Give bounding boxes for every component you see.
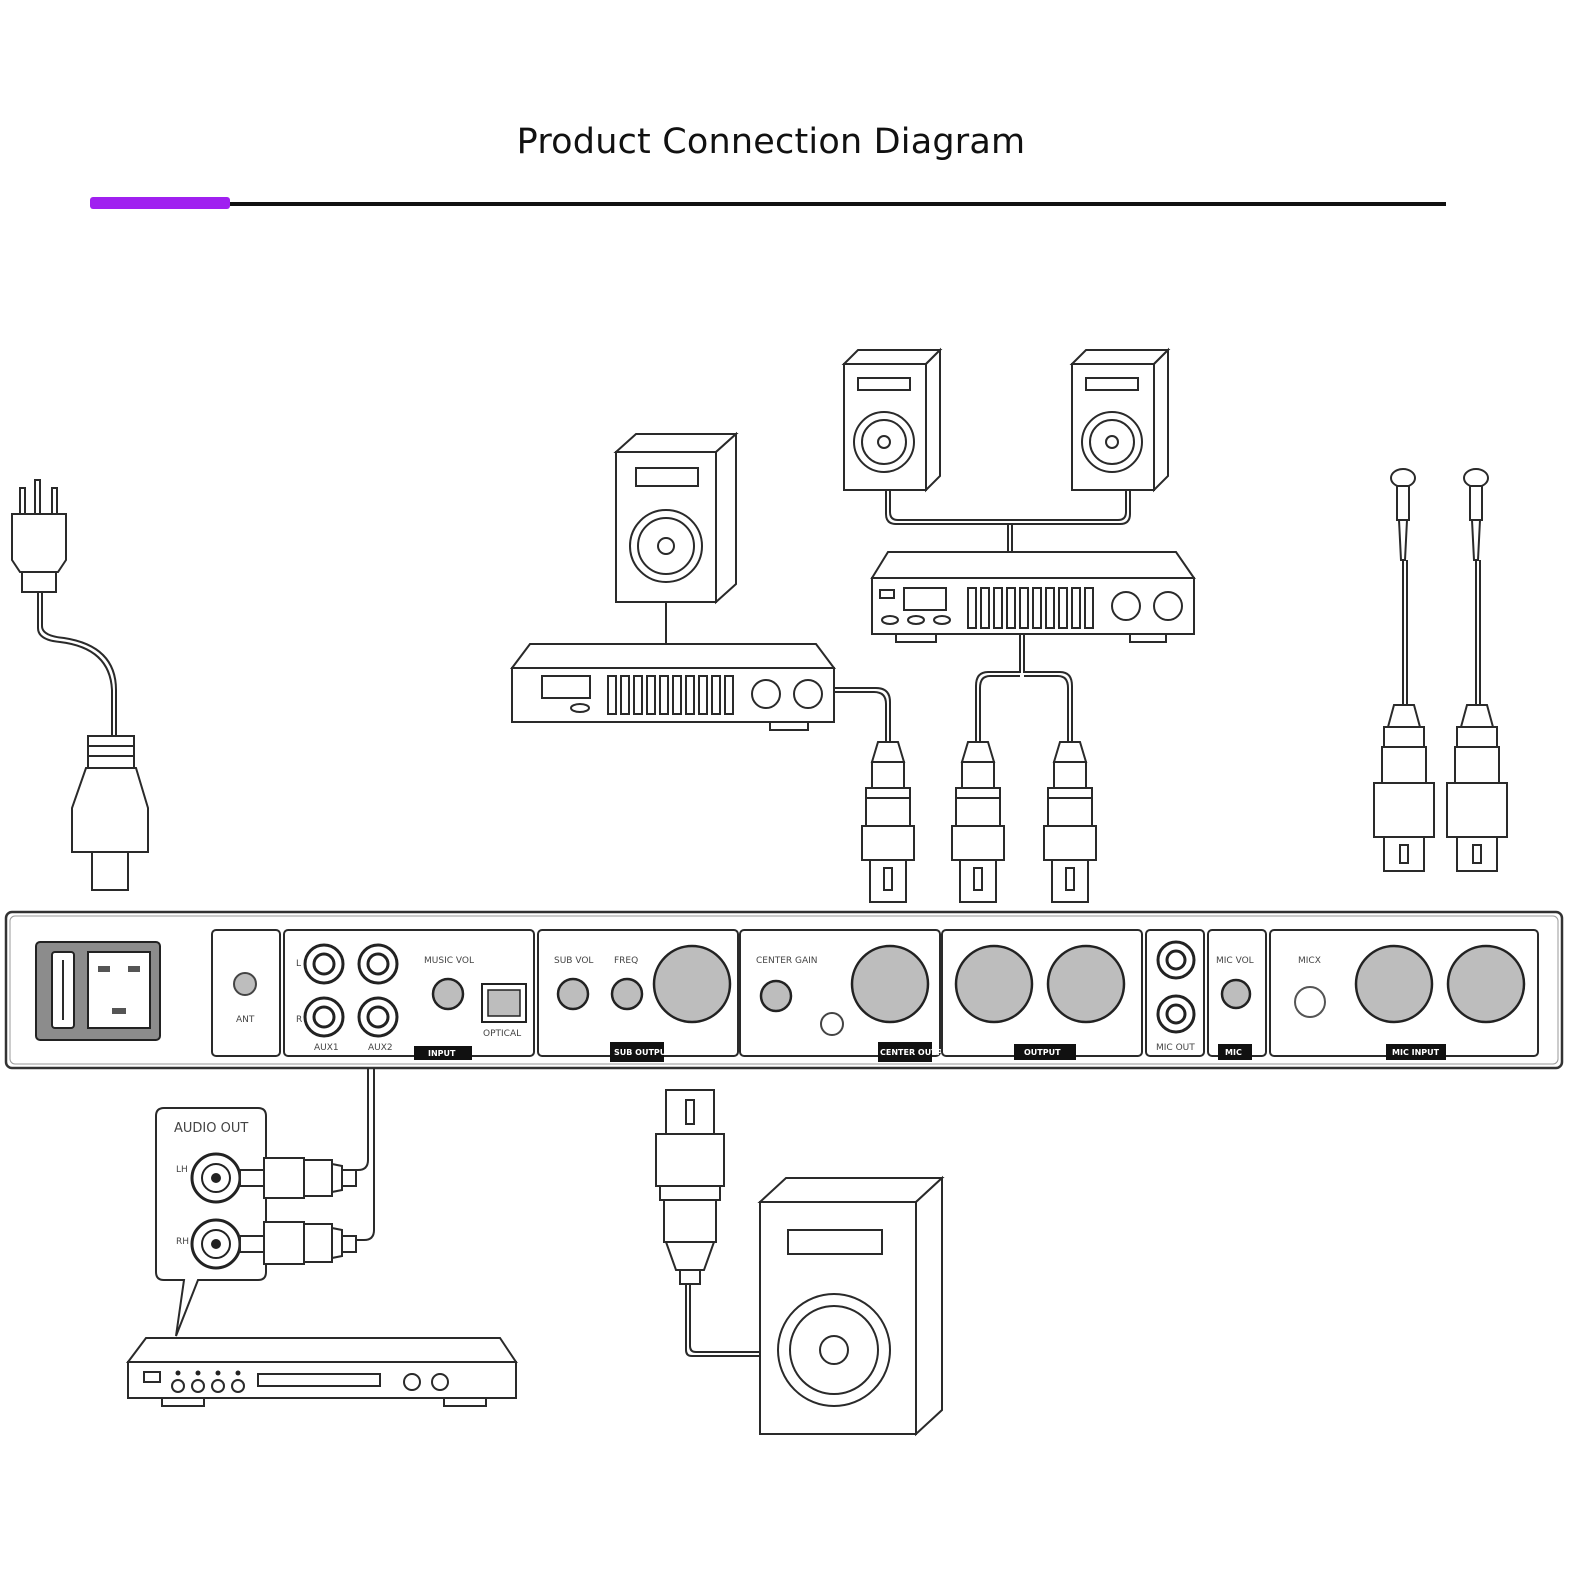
- speaker-icon: [613, 431, 739, 605]
- aux2-label: AUX2: [368, 1043, 393, 1053]
- ant-label: ANT: [236, 1015, 255, 1025]
- output-left-jack[interactable]: [954, 944, 1034, 1024]
- music-vol-label[interactable]: MUSIC VOL: [424, 956, 474, 966]
- mic-out-label: MIC OUT: [1156, 1043, 1195, 1053]
- mic-input-2-jack[interactable]: [1446, 944, 1526, 1024]
- mic-knob-label: MICX: [1298, 956, 1321, 966]
- amplifier-icon: [510, 643, 836, 731]
- xlr-connector-icon: [861, 741, 915, 903]
- microphone-icon: [1446, 468, 1508, 872]
- center-gain-knob[interactable]: [759, 979, 793, 1013]
- rca-plug-icon: [239, 1221, 357, 1265]
- optical-label: OPTICAL: [483, 1029, 521, 1039]
- page-title: Product Connection Diagram: [516, 122, 1026, 162]
- rca-plug-icon: [239, 1157, 357, 1199]
- freq-knob[interactable]: [610, 977, 644, 1011]
- speaker-left-icon: [841, 347, 943, 493]
- freq-label[interactable]: FREQ: [614, 956, 638, 966]
- microphone-icon: [1373, 468, 1435, 872]
- xlr-connector-icon: [655, 1089, 725, 1285]
- rear-panel: ANT L R AUX1 AUX2 MUSIC VOL OPTICAL INPU…: [4, 910, 1564, 1070]
- l-label: L: [296, 959, 301, 969]
- aux1-label: AUX1: [314, 1043, 339, 1053]
- sub-vol-label[interactable]: SUB VOL: [554, 956, 593, 966]
- stereo-amplifier-icon: [870, 551, 1196, 643]
- xlr-connector-icon: [951, 741, 1005, 903]
- input-label: INPUT: [428, 1049, 456, 1058]
- accent-bar: [90, 197, 230, 209]
- sub-vol-knob[interactable]: [556, 977, 590, 1011]
- power-inlet: [35, 941, 161, 1041]
- dvd-player-icon: [126, 1337, 518, 1407]
- audio-out-label: AUDIO OUT: [174, 1121, 248, 1136]
- center-output-jack[interactable]: [850, 944, 930, 1024]
- svg-text:RH: RH: [176, 1237, 189, 1247]
- power-plug-icon: [11, 479, 149, 891]
- mic-label: MIC: [1225, 1048, 1242, 1057]
- mic-input-label: MIC INPUT: [1392, 1048, 1440, 1057]
- mic-input-1-jack[interactable]: [1354, 944, 1434, 1024]
- mic-vol-knob[interactable]: [1220, 978, 1252, 1010]
- subwoofer-icon: [757, 1175, 945, 1437]
- speaker-right-icon: [1069, 347, 1171, 493]
- svg-text:LH: LH: [176, 1165, 188, 1175]
- music-vol-knob[interactable]: [431, 977, 465, 1011]
- xlr-connector-icon: [1043, 741, 1097, 903]
- audio-out-callout: AUDIO OUT LH RH: [155, 1107, 267, 1337]
- sub-output-label: SUB OUTPUT: [614, 1048, 672, 1057]
- sub-output-jack[interactable]: [652, 944, 732, 1024]
- mic-vol-label[interactable]: MIC VOL: [1216, 956, 1254, 966]
- center-gain-label[interactable]: CENTER GAIN: [756, 956, 818, 966]
- center-output-label: CENTER OUTPUT: [880, 1048, 955, 1057]
- output-right-jack[interactable]: [1046, 944, 1126, 1024]
- output-label: OUTPUT: [1024, 1048, 1061, 1057]
- r-label: R: [296, 1015, 302, 1025]
